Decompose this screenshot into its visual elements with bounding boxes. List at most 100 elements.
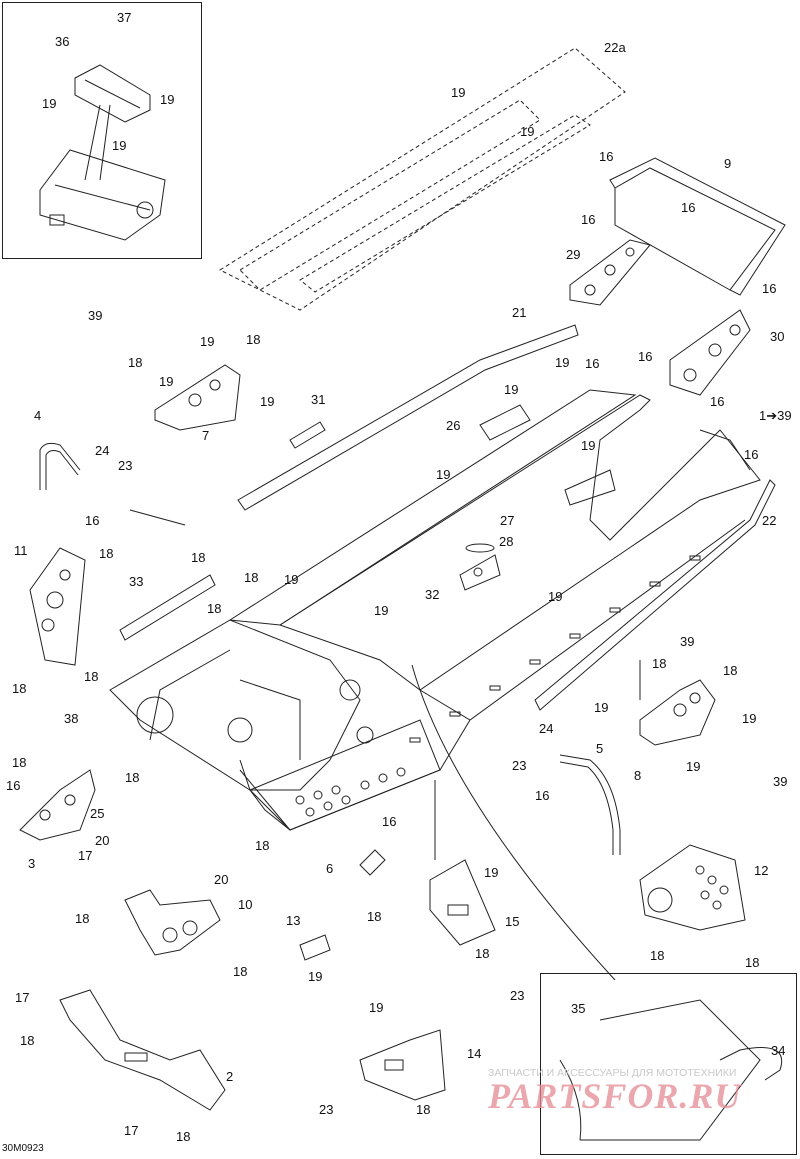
- callout-label: 18: [745, 955, 759, 970]
- inset-frame-top-left: [2, 2, 202, 259]
- callout-label: 18: [246, 332, 260, 347]
- watermark-subtitle: ЗАПЧАСТИ И АКСЕССУАРЫ ДЛЯ МОТОТЕХНИКИ: [488, 1067, 737, 1079]
- callout-label: 25: [90, 806, 104, 821]
- callout-label: 18: [84, 669, 98, 684]
- cover-panel: [39, 149, 166, 241]
- callout-label: 17: [15, 990, 29, 1005]
- callout-label: 19: [374, 603, 388, 618]
- plate-11: [29, 547, 86, 666]
- callout-label: 19: [42, 96, 56, 111]
- bracket-29: [569, 239, 651, 306]
- callout-label: 36: [55, 34, 69, 49]
- callout-label: 23: [512, 758, 526, 773]
- callout-label: 19: [159, 374, 173, 389]
- bracket-6: [359, 849, 386, 876]
- callout-label: 18: [12, 755, 26, 770]
- callout-label: 18: [125, 770, 139, 785]
- bracket-26: [479, 404, 531, 441]
- callout-label: 18: [650, 948, 664, 963]
- footrest-plate: [249, 719, 441, 831]
- bracket-32: [459, 554, 501, 591]
- callout-label: 38: [64, 711, 78, 726]
- callout-label: 34: [771, 1043, 785, 1058]
- callout-label: 27: [500, 513, 514, 528]
- callout-label: 9: [724, 156, 731, 171]
- callout-label: 19: [504, 382, 518, 397]
- callout-label: 7: [202, 428, 209, 443]
- callout-label: 19: [284, 572, 298, 587]
- callout-label: 19: [451, 85, 465, 100]
- callout-label: 14: [467, 1046, 481, 1061]
- callout-label: 16: [681, 200, 695, 215]
- callout-label: 22: [762, 513, 776, 528]
- callout-label: 16: [744, 447, 758, 462]
- callout-label: 2: [226, 1069, 233, 1084]
- callout-label: 19: [308, 969, 322, 984]
- callout-label: 37: [117, 10, 131, 25]
- bracket-30: [669, 309, 751, 396]
- callout-label: 22a: [604, 40, 626, 55]
- callout-label: 6: [326, 861, 333, 876]
- callout-label: 20: [214, 872, 228, 887]
- callout-label: 11: [14, 543, 28, 558]
- callout-label: 16: [6, 778, 20, 793]
- callout-label: 18: [20, 1033, 34, 1048]
- callout-label: 18: [128, 355, 142, 370]
- callout-label: 13: [286, 913, 300, 928]
- callout-label: 19: [260, 394, 274, 409]
- bracket-15: [429, 859, 496, 946]
- callout-label: 39: [88, 308, 102, 323]
- callout-label: 15: [505, 914, 519, 929]
- callout-label: 1➔39: [759, 408, 792, 423]
- callout-label: 16: [382, 814, 396, 829]
- tunnel-1: [228, 389, 761, 831]
- callout-label: 28: [499, 534, 513, 549]
- callout-label: 39: [680, 634, 694, 649]
- callout-label: 19: [520, 124, 534, 139]
- callout-label: 16: [599, 149, 613, 164]
- callout-label: 8: [634, 768, 641, 783]
- callout-label: 18: [12, 681, 26, 696]
- callout-label: 4: [34, 408, 41, 423]
- callout-label: 10: [238, 897, 252, 912]
- callout-label: 19: [484, 865, 498, 880]
- rail-22: [534, 479, 776, 711]
- inset-frame-bottom-right: [540, 973, 797, 1155]
- plate-12: [639, 844, 746, 931]
- bracket-33: [119, 574, 216, 641]
- callout-label: 23: [118, 458, 132, 473]
- drawing-code: 30M0923: [2, 1143, 44, 1154]
- callout-label: 19: [436, 467, 450, 482]
- callout-label: 3: [28, 856, 35, 871]
- callout-label: 19: [594, 700, 608, 715]
- spacer-28: [465, 543, 495, 553]
- callout-label: 19: [112, 138, 126, 153]
- bracket-36: [74, 64, 151, 123]
- callout-label: 18: [416, 1102, 430, 1117]
- bracket-8: [639, 679, 716, 746]
- callout-label: 19: [160, 92, 174, 107]
- callout-label: 18: [99, 546, 113, 561]
- callout-label: 23: [510, 988, 524, 1003]
- callout-label: 29: [566, 247, 580, 262]
- callout-label: 19: [200, 334, 214, 349]
- leader-to-inset: [411, 664, 616, 981]
- bracket-13: [299, 934, 331, 961]
- callout-label: 20: [95, 833, 109, 848]
- callout-label: 35: [571, 1001, 585, 1016]
- callout-label: 16: [535, 788, 549, 803]
- handle-34: [559, 999, 782, 1141]
- callout-label: 16: [638, 349, 652, 364]
- leader-4-to-tunnel: [129, 509, 186, 526]
- callout-label: 16: [581, 212, 595, 227]
- callout-label: 18: [75, 911, 89, 926]
- callout-label: 24: [95, 443, 109, 458]
- callout-label: 31: [311, 392, 325, 407]
- rail-21: [237, 324, 579, 511]
- callout-label: 18: [207, 601, 221, 616]
- callout-label: 26: [446, 418, 460, 433]
- bracket-14: [359, 1029, 446, 1101]
- callout-label: 23: [319, 1102, 333, 1117]
